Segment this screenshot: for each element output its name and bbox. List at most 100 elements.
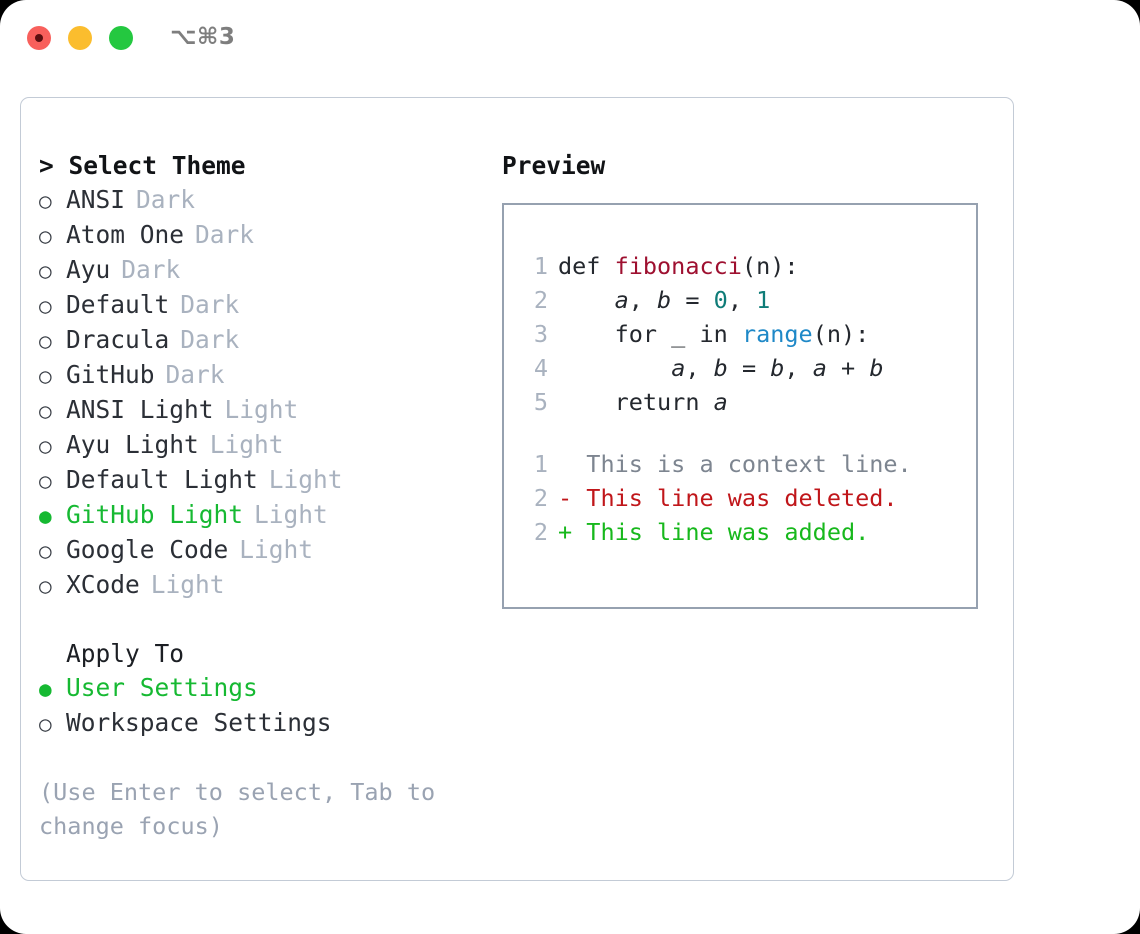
theme-option-variant: Dark	[136, 185, 196, 214]
code-token-num: 1	[756, 286, 771, 314]
radio-unselected-icon: ○	[39, 259, 52, 283]
radio-unselected-icon: ○	[39, 399, 52, 423]
theme-option-label: Google Code	[66, 535, 229, 564]
line-number: 4	[533, 354, 548, 382]
keyboard-hint: (Use Enter to select, Tab to change focu…	[39, 778, 436, 840]
theme-option[interactable]: ○ Default Dark	[39, 288, 479, 323]
line-number: 1	[533, 450, 548, 478]
radio-unselected-icon: ○	[39, 539, 52, 563]
keyboard-shortcut-label: ⌥⌘3	[170, 24, 236, 50]
window-controls	[27, 26, 133, 50]
line-number: 1	[533, 252, 548, 280]
diff-sign	[558, 450, 586, 478]
apply-to-option[interactable]: ●User Settings	[39, 671, 479, 706]
line-number: 2	[533, 484, 548, 512]
apply-to-option[interactable]: ○ Workspace Settings	[39, 706, 479, 741]
diff-line-context: 1 This is a context line.	[522, 447, 968, 481]
theme-option-variant: Light	[209, 430, 284, 459]
code-token-plain	[558, 354, 671, 382]
theme-option-label: GitHub	[66, 360, 155, 389]
radio-unselected-icon: ○	[39, 712, 52, 736]
theme-option-label: XCode	[66, 570, 140, 599]
list-spacer	[39, 603, 479, 637]
theme-option-label: Ayu Light	[66, 430, 199, 459]
code-token-num: 0	[713, 286, 728, 314]
theme-option-label: Default	[66, 290, 170, 319]
diff-sign: +	[558, 518, 587, 546]
theme-option-variant: Dark	[180, 325, 240, 354]
radio-unselected-icon: ○	[39, 294, 52, 318]
theme-option-label: ANSI Light	[66, 395, 214, 424]
code-line: 1 def fibonacci(n):	[522, 249, 968, 283]
code-token-var: b	[713, 354, 728, 382]
code-line: 2 a, b = 0, 1	[522, 283, 968, 317]
code-token-plain	[558, 286, 615, 314]
apply-to-option-label: Workspace Settings	[66, 708, 332, 737]
code-token-var: a	[614, 286, 629, 314]
radio-unselected-icon: ○	[39, 434, 52, 458]
code-token-var: a	[713, 388, 728, 416]
code-token-var: b	[657, 286, 672, 314]
theme-option[interactable]: ○ XCode Light	[39, 568, 479, 603]
radio-unselected-icon: ○	[39, 224, 52, 248]
radio-unselected-icon: ○	[39, 364, 52, 388]
theme-option[interactable]: ○ GitHub Dark	[39, 358, 479, 393]
code-token-plain: (n):	[812, 320, 870, 348]
code-line: 5 return a	[522, 385, 968, 419]
theme-option[interactable]: ○ Atom One Dark	[39, 218, 479, 253]
code-line: 3 for _ in range(n):	[522, 317, 968, 351]
theme-option-label: Atom One	[66, 220, 185, 249]
radio-unselected-icon: ○	[39, 469, 52, 493]
theme-option-variant: Dark	[195, 220, 255, 249]
theme-option-variant: Dark	[165, 360, 225, 389]
code-token-plain: ,	[628, 286, 658, 314]
theme-option-variant: Light	[150, 570, 225, 599]
radio-unselected-icon: ○	[39, 189, 52, 213]
diff-sign: -	[558, 484, 587, 512]
close-button[interactable]	[27, 26, 51, 50]
theme-option-variant: Dark	[180, 290, 240, 319]
theme-option[interactable]: ○ Ayu Light Light	[39, 428, 479, 463]
code-line: 4 a, b = b, a + b	[522, 351, 968, 385]
theme-option-label: ANSI	[66, 185, 126, 214]
theme-option-label: Ayu	[66, 255, 111, 284]
code-token-plain: def	[558, 252, 615, 280]
line-number: 5	[533, 388, 548, 416]
theme-option-variant: Dark	[121, 255, 181, 284]
theme-option[interactable]: ○ ANSI Dark	[39, 183, 479, 218]
minimize-button[interactable]	[68, 26, 92, 50]
radio-unselected-icon: ○	[39, 329, 52, 353]
zoom-button[interactable]	[109, 26, 133, 50]
preview-title: Preview	[502, 151, 606, 180]
code-token-fn: fibonacci	[614, 252, 742, 280]
theme-option-label: GitHub Light	[66, 500, 244, 529]
title-bar: ⌥⌘3	[0, 0, 1140, 78]
diff-line-deleted: 2- This line was deleted.	[522, 481, 968, 515]
radio-selected-icon: ●	[39, 504, 52, 528]
radio-unselected-icon: ○	[39, 574, 52, 598]
diff-sample: 1 This is a context line.2- This line wa…	[522, 447, 968, 549]
apply-to-header: Apply To	[66, 639, 185, 668]
code-token-plain: =	[727, 354, 771, 382]
line-number: 2	[533, 286, 548, 314]
code-token-plain: (n):	[741, 252, 799, 280]
diff-text: This line was deleted.	[586, 484, 898, 512]
radio-selected-icon: ●	[39, 677, 52, 701]
code-token-plain: for _ in	[558, 320, 742, 348]
apply-to-option-list: ●User Settings ○ Workspace Settings	[39, 671, 479, 741]
theme-option[interactable]: ○ Ayu Dark	[39, 253, 479, 288]
code-token-plain: return	[558, 388, 714, 416]
diff-text: This line was added.	[586, 518, 870, 546]
code-token-plain: ,	[727, 286, 757, 314]
